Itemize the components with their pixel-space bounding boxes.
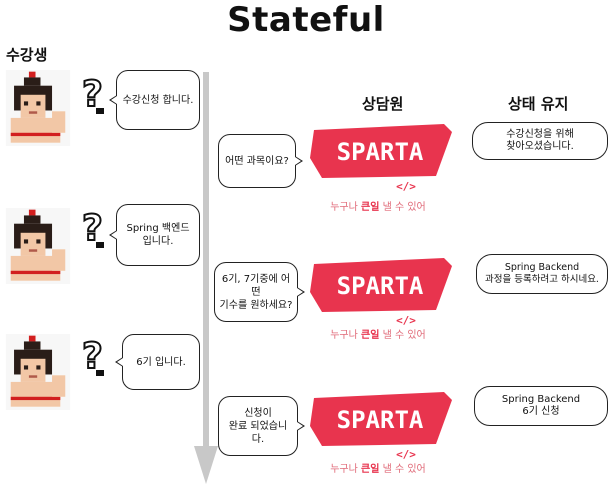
student-message-1: 수강신청 합니다.: [109, 70, 200, 130]
sparta-tagline-1: 누구나 큰일 낼 수 있어: [308, 198, 448, 213]
student-message-3: 6기 입니다.: [115, 334, 200, 390]
question-icon-3: ?: [80, 334, 110, 382]
state-box-3-line1: Spring Backend: [501, 394, 581, 405]
counselor-message-3-line2: 완료 되었습니다.: [228, 420, 288, 445]
sparta-tagline-2-suffix: 낼 수 있어: [379, 330, 426, 341]
question-icon-2: ?: [80, 206, 110, 254]
student-message-3-text: 6기 입니다.: [136, 356, 186, 368]
sparta-tagline-3-prefix: 누구나: [330, 464, 362, 475]
counselor-column-header: 상담원: [362, 95, 404, 113]
state-box-2: Spring Backend 과정을 등록하려고 하시네요.: [476, 254, 608, 294]
state-box-3: Spring Backend 6기 신청: [474, 386, 608, 426]
sparta-tagline-2-prefix: 누구나: [330, 330, 362, 341]
page-title: Stateful: [227, 0, 385, 40]
sparta-tagline-1-suffix: 낼 수 있어: [379, 202, 426, 213]
sparta-tagline-3: 누구나 큰일 낼 수 있어: [308, 460, 448, 475]
student-avatar-3: [0, 334, 76, 414]
svg-text:?: ?: [82, 74, 103, 115]
counselor-message-2: 6기, 7기중에 어떤 기수를 원하세요?: [214, 262, 305, 322]
sparta-tagline-1-bold: 큰일: [361, 202, 380, 213]
state-box-2-line1: Spring Backend: [504, 262, 580, 273]
sparta-logo-2-text: SPARTA: [337, 272, 424, 300]
sparta-tagline-2-bold: 큰일: [361, 330, 380, 341]
svg-text:?: ?: [82, 208, 103, 249]
counselor-message-1-text: 어떤 과목이요?: [225, 155, 289, 167]
sparta-logo-3: SPARTA </>: [306, 386, 456, 468]
sparta-logo-2-code: </>: [396, 314, 416, 327]
sparta-logo-3-text: SPARTA: [337, 406, 424, 434]
state-box-3-line2: 6기 신청: [522, 406, 560, 417]
student-column-header: 수강생: [6, 46, 48, 64]
counselor-message-3-line1: 신청이: [244, 407, 272, 419]
state-box-1-line1: 수강신청을 위해: [506, 129, 574, 140]
state-box-1: 수강신청을 위해 찾아오셨습니다.: [472, 122, 608, 160]
student-message-2: Spring 백엔드 입니다.: [109, 204, 200, 266]
sparta-tagline-3-suffix: 낼 수 있어: [379, 464, 426, 475]
student-avatar-2: [0, 208, 76, 288]
sparta-logo-1-code: </>: [396, 180, 416, 193]
state-box-1-line2: 찾아오셨습니다.: [506, 141, 574, 152]
question-icon-1: ?: [80, 72, 110, 124]
counselor-message-2-line1: 6기, 7기중에 어떤: [221, 273, 291, 298]
student-message-2-line1: Spring 백엔드: [126, 223, 190, 234]
counselor-message-3: 신청이 완료 되었습니다.: [218, 396, 305, 456]
student-avatar-1: [0, 70, 76, 150]
timeline-arrow: [194, 72, 218, 484]
student-message-1-text: 수강신청 합니다.: [122, 94, 194, 106]
sparta-tagline-1-prefix: 누구나: [330, 202, 362, 213]
sparta-tagline-3-bold: 큰일: [361, 464, 380, 475]
sparta-logo-1: SPARTA </>: [306, 118, 456, 200]
counselor-message-1: 어떤 과목이요?: [218, 134, 303, 188]
student-message-2-line2: 입니다.: [142, 236, 174, 247]
svg-text:?: ?: [82, 336, 103, 377]
sparta-logo-1-text: SPARTA: [337, 138, 424, 166]
sparta-tagline-2: 누구나 큰일 낼 수 있어: [308, 326, 448, 341]
sparta-logo-2: SPARTA </>: [306, 252, 456, 334]
sparta-logo-3-code: </>: [396, 448, 416, 461]
counselor-message-2-line2: 기수를 원하세요?: [219, 299, 293, 311]
state-column-header: 상태 유지: [508, 95, 569, 113]
state-box-2-line2: 과정을 등록하려고 하시네요.: [485, 274, 599, 285]
